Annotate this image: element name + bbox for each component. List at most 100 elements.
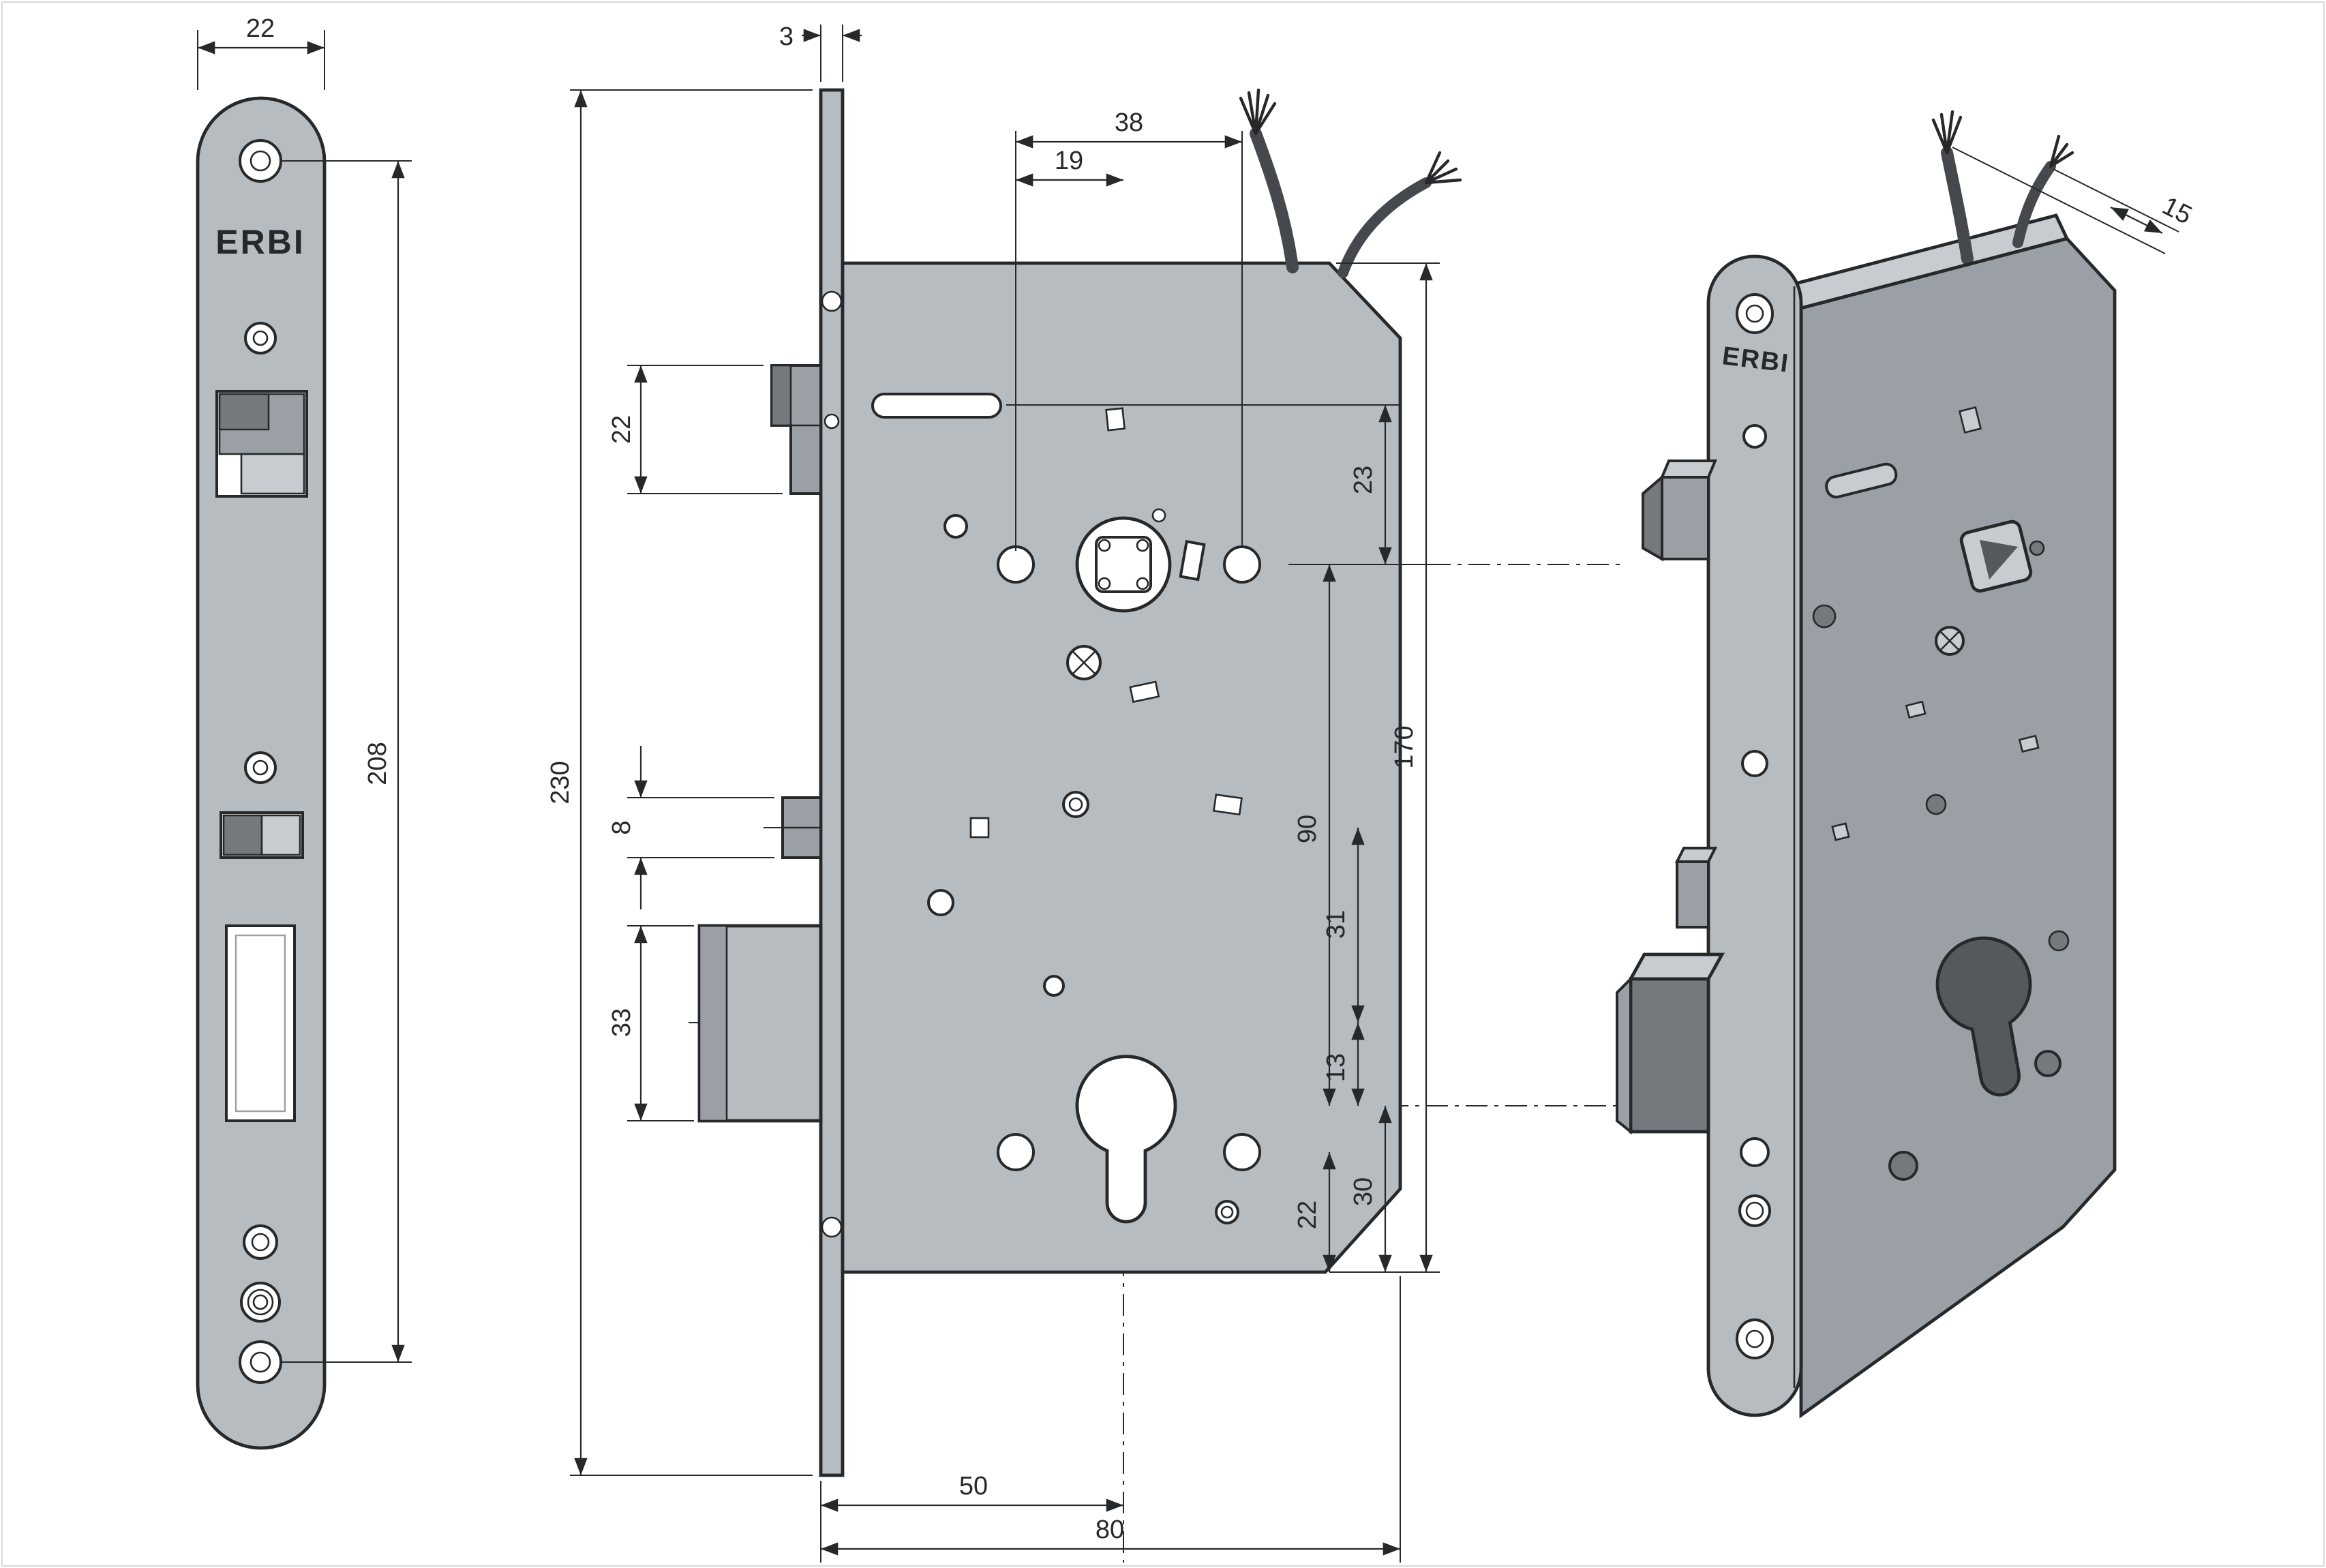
iso-adjust-screw <box>1935 626 1965 656</box>
adjust-slot <box>871 393 1002 419</box>
svg-text:30: 30 <box>1349 1177 1378 1206</box>
dim-aux-bolt-height: 8 <box>607 746 774 909</box>
svg-text:170: 170 <box>1390 725 1419 768</box>
adjust-screw <box>1066 645 1102 680</box>
iso-tab-c <box>2018 734 2040 753</box>
iso-small-hole-upper <box>1742 424 1767 449</box>
front-view: ERBI <box>196 14 412 1450</box>
case-hole-e <box>1215 1200 1239 1224</box>
iso-follower-hole <box>1959 519 2045 593</box>
iso-hole-e <box>2034 1050 2061 1077</box>
iso-tab-a <box>1958 406 1982 434</box>
svg-text:8: 8 <box>607 820 636 834</box>
dim-hole-span: 38 <box>1015 108 1243 551</box>
case-tab-b <box>1179 539 1206 582</box>
lower-fixing-hole-left <box>997 1133 1035 1171</box>
faceplate-screw-top <box>821 290 843 312</box>
case-hole-b <box>1062 791 1089 818</box>
latch-opening <box>215 390 308 498</box>
case-hole-c <box>927 889 954 916</box>
iso-hole-b <box>1925 794 1947 815</box>
dim-latch-height: 22 <box>607 365 783 494</box>
iso-tab-d <box>1831 822 1850 841</box>
case-hole-a <box>943 514 968 539</box>
iso-slot <box>1825 462 1898 499</box>
svg-text:3: 3 <box>779 22 794 51</box>
iso-cylinder-hole <box>1935 936 2032 1097</box>
svg-text:22: 22 <box>607 415 636 444</box>
dim-follower-to-cylinder: 90 <box>1293 564 1336 1106</box>
svg-text:31: 31 <box>1322 910 1350 939</box>
top-screw-hole <box>239 139 282 183</box>
svg-text:90: 90 <box>1293 815 1322 843</box>
iso-small-hole-middle <box>1741 750 1768 777</box>
case-tab-d <box>1213 794 1243 816</box>
svg-text:33: 33 <box>607 1008 636 1037</box>
dim-slot-to-follower: 23 <box>1006 404 1440 565</box>
svg-text:22: 22 <box>246 14 275 43</box>
iso-faceplate <box>1706 254 1803 1417</box>
aux-bolt-opening <box>220 811 304 859</box>
dim-front-screw-span: 208 <box>282 160 412 1363</box>
svg-text:80: 80 <box>1096 1516 1124 1544</box>
dim-hole-to-bottom: 22 <box>1293 1152 1336 1272</box>
aux-bolt-side <box>781 796 822 859</box>
dim-faceplate-height: 230 <box>546 89 813 1476</box>
iso-case-front-face <box>1799 237 2117 1419</box>
follower-hole <box>1075 516 1172 613</box>
dim-aux-to-deadbolt: 31 <box>1322 828 1365 1023</box>
lock-case <box>841 261 1402 1274</box>
faceplate-screw-bottom <box>821 1216 843 1238</box>
lower-fixing-hole-right <box>1223 1133 1261 1171</box>
cylinder-hole <box>1075 1055 1177 1224</box>
wires <box>1239 88 1462 278</box>
case-hole-tiny <box>1151 508 1166 523</box>
iso-bottom-screw-hole <box>1736 1318 1774 1359</box>
iso-latch-bolt <box>1642 459 1717 562</box>
svg-text:23: 23 <box>1349 466 1378 494</box>
svg-text:38: 38 <box>1115 108 1143 137</box>
svg-text:50: 50 <box>959 1472 988 1501</box>
brand-logo-front: ERBI <box>215 223 305 261</box>
case-hole-d <box>1043 975 1065 997</box>
small-hole-middle <box>244 751 277 784</box>
iso-wires <box>1931 110 2074 265</box>
iso-tab-b <box>1905 700 1927 719</box>
iso-hole-c <box>2048 930 2070 952</box>
iso-hole-d <box>1888 1151 1918 1181</box>
iso-lower-hole-1 <box>1740 1137 1770 1167</box>
latch-bolt-side <box>770 364 822 495</box>
svg-text:19: 19 <box>1055 147 1083 175</box>
faceplate-hole-small <box>824 413 840 429</box>
dim-front-plate-width: 22 <box>197 14 325 90</box>
iso-deadbolt <box>1616 952 1725 1135</box>
fixing-hole-right <box>1223 545 1261 584</box>
isometric-view: 15 ERBI <box>1616 110 2196 1419</box>
deadbolt-side <box>697 924 823 1123</box>
dim-faceplate-thickness: 3 <box>779 22 862 82</box>
small-hole-upper <box>244 322 277 355</box>
iso-aux-bolt <box>1674 847 1718 929</box>
svg-text:208: 208 <box>363 742 392 785</box>
dim-deadbolt-height: 33 <box>607 925 694 1121</box>
lower-hole-2 <box>240 1282 281 1323</box>
svg-text:230: 230 <box>546 761 575 804</box>
bottom-screw-hole <box>239 1340 282 1384</box>
dim-deadbolt-to-cylinder: 13 <box>1322 1023 1365 1106</box>
svg-text:13: 13 <box>1322 1053 1350 1082</box>
dim-case-depth: 80 <box>821 1516 1400 1556</box>
svg-text:22: 22 <box>1293 1201 1322 1229</box>
case-tab-c <box>1129 680 1160 704</box>
side-view: 3 230 22 8 33 <box>546 22 1622 1563</box>
iso-lower-hole-2 <box>1738 1194 1771 1227</box>
dim-cylinder-to-bottom: 30 <box>1349 1106 1392 1272</box>
dim-hole-to-follower: 19 <box>1016 147 1123 187</box>
case-square-hole <box>969 817 990 839</box>
dim-backset: 50 <box>820 1276 1401 1563</box>
lower-hole-1 <box>243 1224 278 1260</box>
iso-top-screw-hole <box>1736 293 1774 334</box>
deadbolt-slot <box>225 924 296 1122</box>
iso-hole-a <box>1812 604 1837 629</box>
